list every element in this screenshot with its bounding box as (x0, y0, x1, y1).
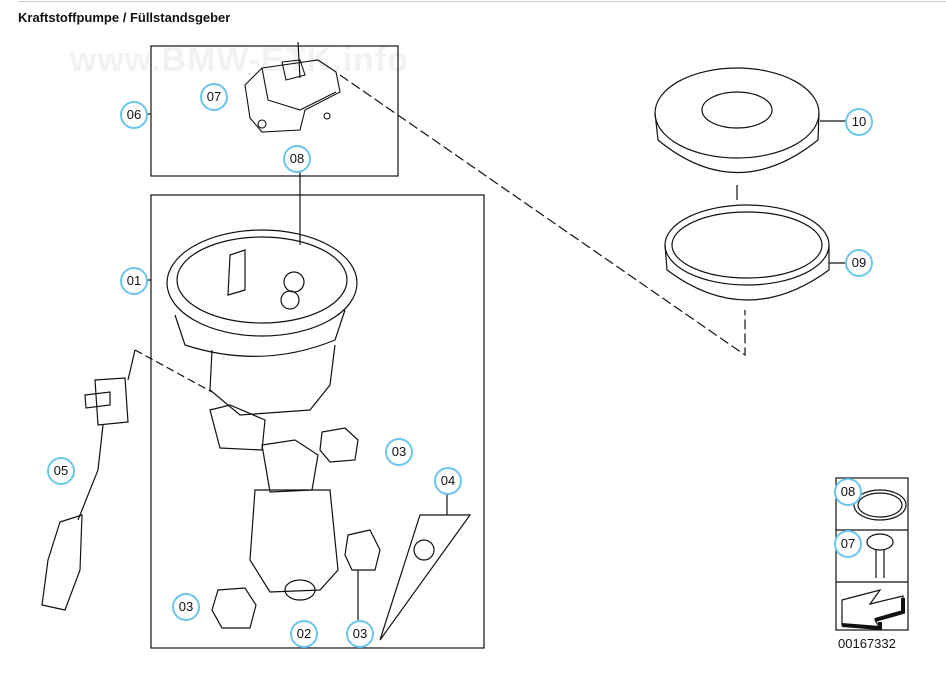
clip-part (211, 587, 257, 629)
box-pump-group (150, 194, 485, 649)
callout-08-small[interactable]: 08 (834, 478, 862, 506)
callout-01[interactable]: 01 (120, 267, 148, 295)
callout-06[interactable]: 06 (120, 101, 148, 129)
callout-07[interactable]: 07 (200, 83, 228, 111)
callout-10[interactable]: 10 (845, 108, 873, 136)
callout-04[interactable]: 04 (434, 467, 462, 495)
clip-part (319, 427, 359, 463)
pump-part (209, 404, 339, 601)
callout-03[interactable]: 03 (346, 620, 374, 648)
callout-08[interactable]: 08 (283, 145, 311, 173)
page-title: Kraftstoffpumpe / Füllstandsgeber (18, 10, 231, 25)
callout-05[interactable]: 05 (47, 457, 75, 485)
top-divider (18, 1, 946, 2)
screw-small (866, 533, 894, 551)
clip-part (344, 529, 381, 571)
o-ring-small (853, 489, 907, 521)
cap-ring-part (654, 67, 820, 200)
arrow-icon (841, 588, 904, 629)
seal-ring-part (664, 204, 830, 301)
callout-09[interactable]: 09 (845, 249, 873, 277)
box-small-parts (835, 477, 909, 631)
callout-03[interactable]: 03 (385, 438, 413, 466)
diagram-code: 00167332 (838, 636, 896, 651)
callout-03[interactable]: 03 (172, 593, 200, 621)
callout-02[interactable]: 02 (290, 620, 318, 648)
pump-flange-part (166, 229, 358, 416)
watermark: www.BMW-ETK.info (70, 41, 409, 79)
filter-part (379, 514, 472, 641)
level-sender-part (41, 377, 129, 611)
box-cover-group (150, 45, 399, 177)
callout-07-small[interactable]: 07 (834, 530, 862, 558)
cover-part (244, 59, 341, 133)
